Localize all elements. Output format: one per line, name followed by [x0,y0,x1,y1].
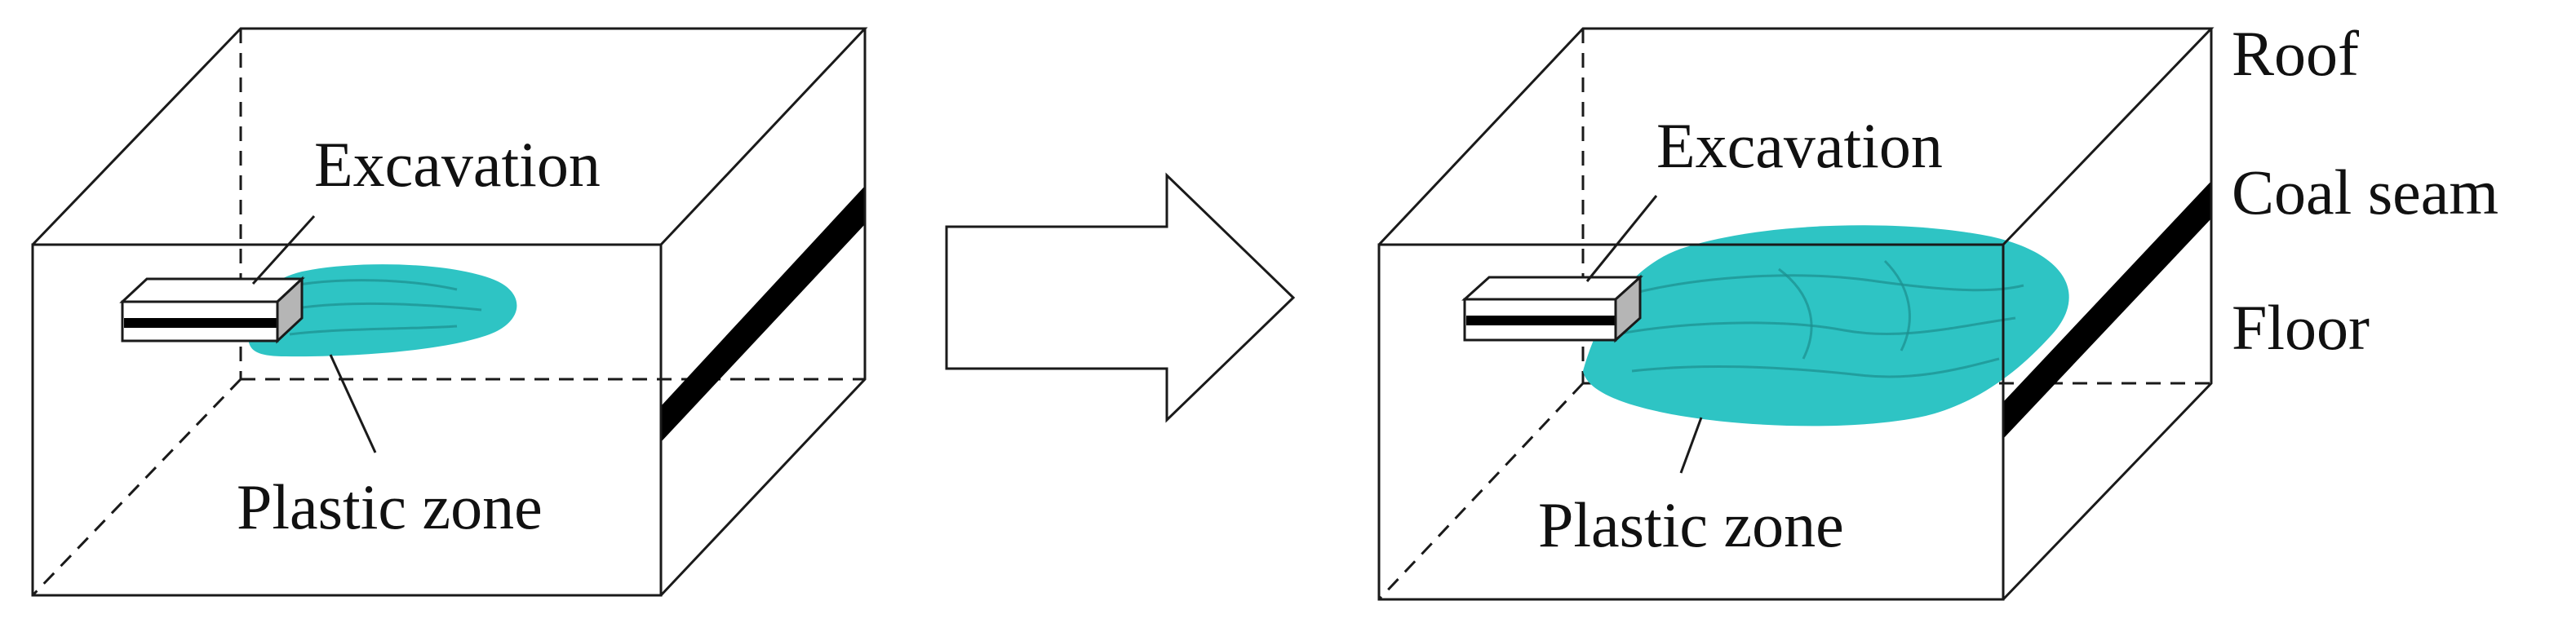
right-hidden-depth-edge [1377,382,1585,601]
left-right-face [659,29,867,597]
left-plastic-leader [329,354,377,453]
right-excavation-face [1614,274,1642,343]
right-plastic-texture-4 [1778,267,1813,360]
floor-label: Floor [2232,292,2370,363]
left-excavation-leader [251,214,316,285]
right-excavation-seam [1466,316,1616,325]
left-excavation [119,276,305,344]
left-plastic-zone-label: Plastic zone [237,471,543,542]
left-front-face [31,243,663,597]
right-model: Excavation Plastic zone [1377,27,2215,601]
coal-seam-label: Coal seam [2232,157,2498,228]
right-front-face [1377,243,2005,601]
left-excavation-seam [124,318,277,328]
right-plastic-texture-5 [1883,259,1911,351]
left-plastic-texture-2 [285,302,482,312]
left-plastic-texture-3 [289,325,458,336]
right-top-face [1377,27,2215,246]
right-plastic-leader [1679,417,1703,474]
right-excavation-leader [1585,195,1658,282]
right-excavation [1461,274,1643,343]
left-excavation-label: Excavation [314,129,601,200]
left-coal-seam [661,186,865,442]
right-plastic-zone-label: Plastic zone [1538,489,1844,560]
right-plastic-zone [1583,225,2069,426]
right-right-face [2002,29,2213,601]
left-hidden-depth-edge [31,378,242,597]
right-plastic-texture-1 [1631,274,2024,295]
left-plastic-zone [248,264,517,357]
left-model: Excavation Plastic zone [31,27,868,597]
roof-label: Roof [2232,18,2359,89]
right-coal-seam [2003,181,2211,439]
right-plastic-zone-shape [1583,225,2069,426]
left-top-face [31,27,868,246]
left-excavation-face [276,276,304,344]
right-excavation-top [1461,276,1643,301]
left-plastic-texture-1 [293,279,458,291]
right-excavation-label: Excavation [1656,110,1943,181]
right-arrow-icon [945,172,1296,423]
right-plastic-texture-2 [1615,316,2016,336]
left-excavation-top [119,277,305,303]
right-plastic-texture-3 [1631,357,2000,378]
strata-labels: Roof Coal seam Floor [2232,18,2498,363]
